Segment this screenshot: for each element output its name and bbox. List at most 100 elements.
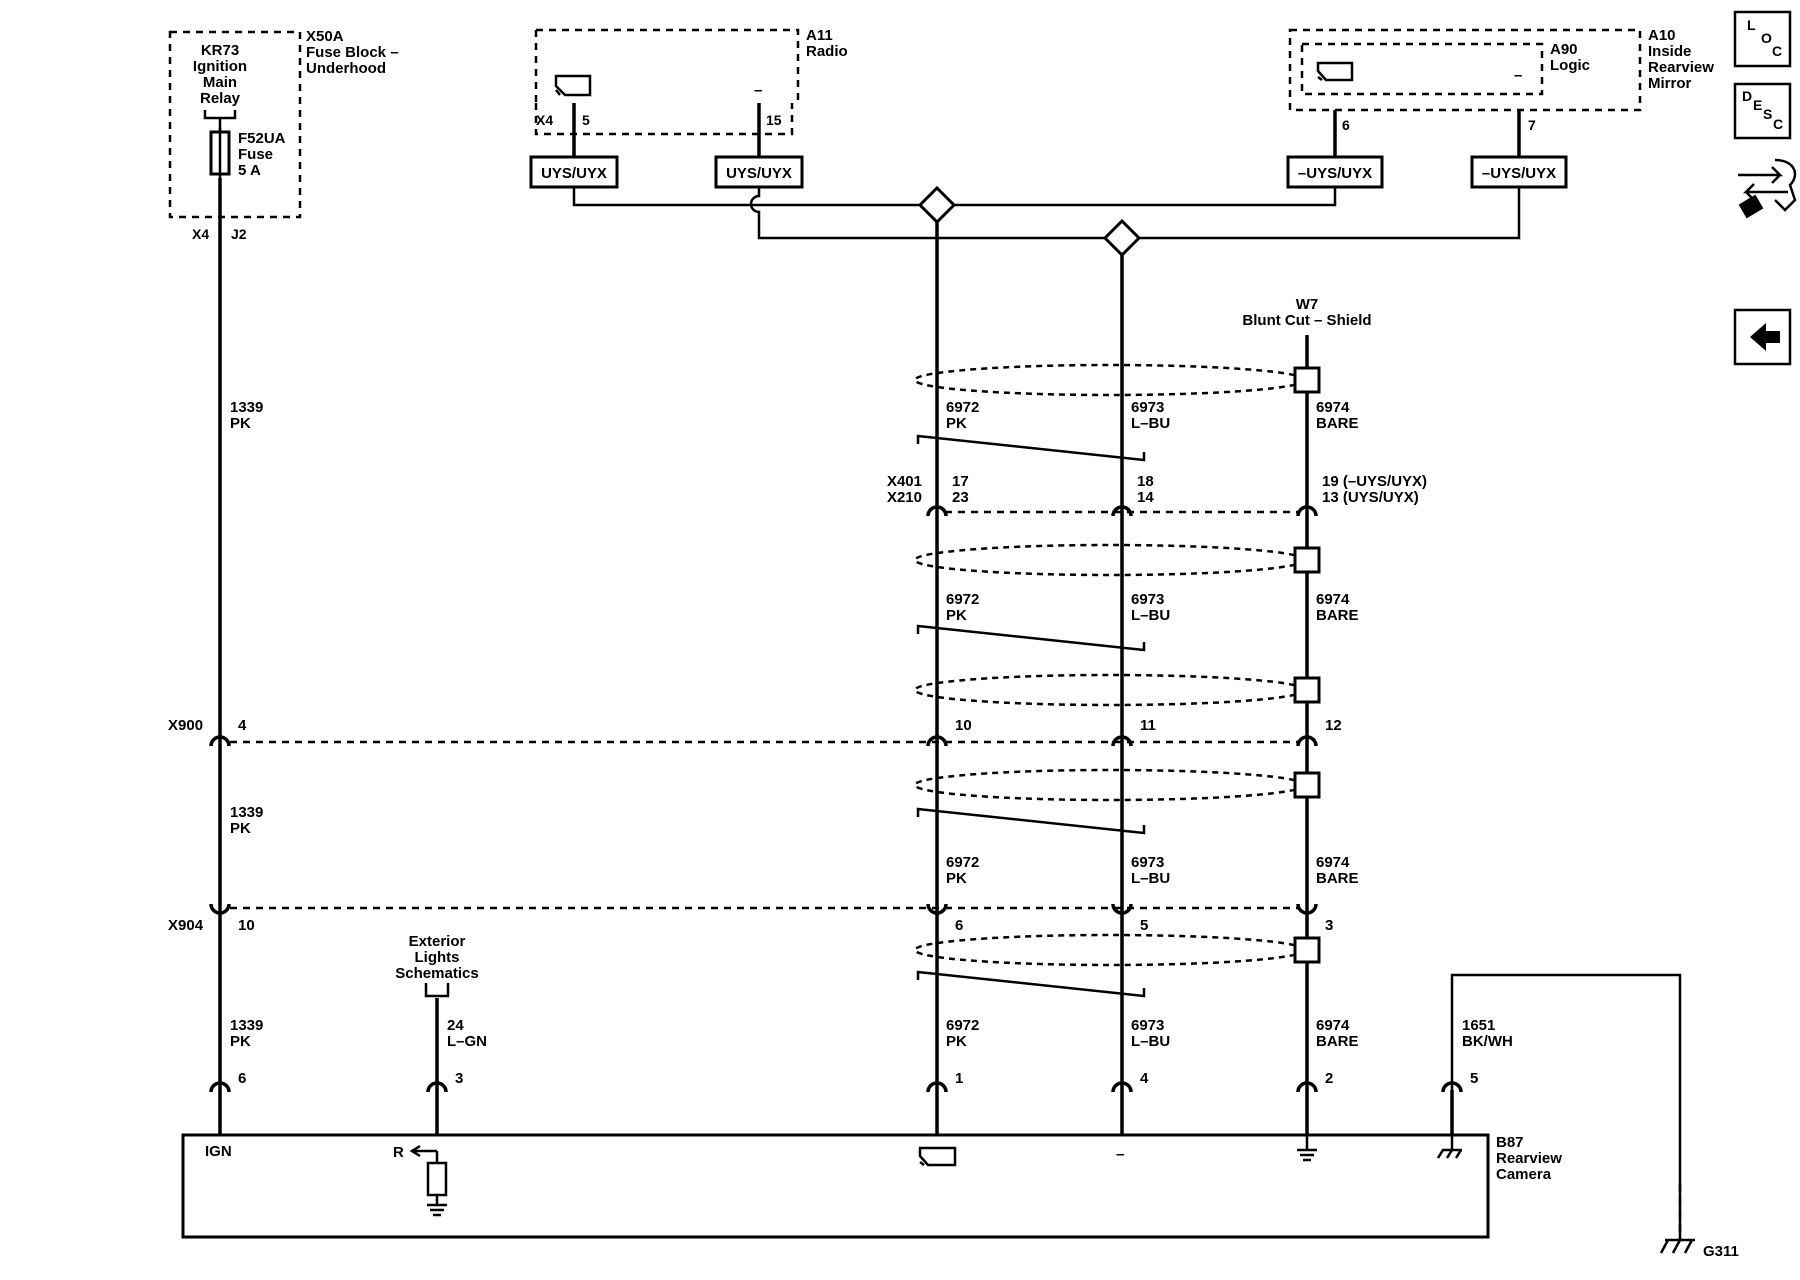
- svg-text:Relay: Relay: [200, 90, 241, 107]
- svg-text:L–BU: L–BU: [1131, 870, 1170, 887]
- mirror-module: A10 Inside Rearview Mirror A90 Logic – 6…: [1288, 27, 1714, 133]
- svg-text:L–BU: L–BU: [1131, 415, 1170, 432]
- svg-text:1339: 1339: [230, 804, 263, 821]
- svg-text:L–BU: L–BU: [1131, 1033, 1170, 1050]
- logic-name: Logic: [1550, 57, 1590, 74]
- radio-module: A11 Radio – X4 5 15: [534, 27, 848, 136]
- svg-text:1: 1: [955, 1070, 963, 1087]
- ground-id: G311: [1703, 1243, 1739, 1260]
- fuse-connector-pin: J2: [231, 226, 247, 242]
- svg-text:6974: 6974: [1316, 854, 1350, 871]
- svg-text:5 A: 5 A: [238, 162, 261, 179]
- svg-text:14: 14: [1137, 489, 1154, 506]
- connector-x401-x210: X401 X210 17 23 18 14 19 (–UYS/UYX) 13 (…: [887, 473, 1427, 517]
- loc-icon[interactable]: L O C: [1733, 10, 1792, 68]
- mirror-name-2: Rearview: [1648, 59, 1714, 76]
- svg-text:6973: 6973: [1131, 591, 1164, 608]
- svg-text:6972: 6972: [946, 591, 979, 608]
- vertical-wires: [218, 178, 1682, 1240]
- shield-groups: [913, 363, 1321, 998]
- svg-text:Exterior: Exterior: [409, 933, 466, 950]
- svg-text:10: 10: [955, 717, 972, 734]
- radio-signal-label-b: UYS/UYX: [726, 165, 792, 182]
- svg-text:6973: 6973: [1131, 1017, 1164, 1034]
- exterior-lights-reference: Exterior Lights Schematics: [395, 933, 479, 998]
- fuse-block-name-2: Underhood: [306, 60, 386, 77]
- camera-chassis-ground-icon: [1436, 1135, 1463, 1159]
- svg-text:Lights: Lights: [415, 949, 460, 966]
- svg-text:PK: PK: [946, 415, 967, 432]
- svg-text:1339: 1339: [230, 1017, 263, 1034]
- connector-x904: X904 10 6 5 3: [168, 903, 1333, 934]
- svg-text:BARE: BARE: [1316, 415, 1359, 432]
- svg-text:PK: PK: [230, 415, 251, 432]
- logic-id: A90: [1550, 41, 1578, 58]
- svg-text:BARE: BARE: [1316, 607, 1359, 624]
- radio-pin-a: 5: [582, 112, 590, 128]
- svg-text:6972: 6972: [946, 854, 979, 871]
- svg-text:1339: 1339: [230, 399, 263, 416]
- mirror-signal-label-b: –UYS/UYX: [1482, 165, 1556, 182]
- rearview-camera-module: B87 Rearview Camera IGN R –: [181, 1133, 1562, 1239]
- svg-text:5: 5: [1140, 917, 1148, 934]
- svg-text:6972: 6972: [946, 399, 979, 416]
- svg-text:PK: PK: [946, 1033, 967, 1050]
- svg-text:O: O: [1761, 30, 1772, 46]
- svg-text:X210: X210: [887, 489, 922, 506]
- svg-text:KR73: KR73: [201, 42, 239, 59]
- back-arrow-icon[interactable]: [1733, 308, 1792, 366]
- svg-text:19 (–UYS/UYX): 19 (–UYS/UYX): [1322, 473, 1427, 490]
- shield-reference: W7 Blunt Cut – Shield: [1242, 296, 1371, 329]
- svg-text:BARE: BARE: [1316, 1033, 1359, 1050]
- svg-text:C: C: [1773, 116, 1783, 132]
- svg-text:4: 4: [1140, 1070, 1149, 1087]
- svg-text:6973: 6973: [1131, 854, 1164, 871]
- radio-signal-label-a: UYS/UYX: [541, 165, 607, 182]
- svg-text:PK: PK: [946, 870, 967, 887]
- mirror-signal-label-a: –UYS/UYX: [1298, 165, 1372, 182]
- camera-input-arrow-icon: [409, 1144, 437, 1158]
- mirror-signal-icon: [1316, 61, 1354, 82]
- fuse-connector-id: X4: [192, 226, 209, 242]
- reference-bracket-icon: [424, 983, 450, 998]
- svg-text:6974: 6974: [1316, 1017, 1350, 1034]
- desc-icon[interactable]: D E S C: [1733, 82, 1792, 140]
- fuse-block-name-1: Fuse Block –: [306, 44, 399, 61]
- svg-text:24: 24: [447, 1017, 464, 1034]
- mirror-minus-symbol: –: [1514, 67, 1522, 84]
- svg-text:Schematics: Schematics: [395, 965, 478, 982]
- svg-text:4: 4: [238, 717, 247, 734]
- svg-text:BK/WH: BK/WH: [1462, 1033, 1513, 1050]
- mirror-pin-a: 6: [1342, 117, 1350, 133]
- connector-x900: X900 4 10 11 12: [168, 717, 1342, 747]
- svg-text:L–BU: L–BU: [1131, 607, 1170, 624]
- splice-icon-a: [917, 185, 957, 225]
- radio-connector-id: X4: [536, 112, 553, 128]
- svg-text:18: 18: [1137, 473, 1154, 490]
- signal-labels: UYS/UYX UYS/UYX –UYS/UYX –UYS/UYX: [529, 155, 1568, 189]
- radio-signal-icon: [554, 74, 592, 97]
- chassis-ground-icon: [1659, 1238, 1695, 1254]
- camera-r-label: R: [393, 1144, 404, 1161]
- splice-icon-b: [1102, 218, 1142, 258]
- svg-text:S: S: [1763, 106, 1772, 122]
- svg-text:E: E: [1753, 97, 1762, 113]
- svg-text:X904: X904: [168, 917, 204, 934]
- svg-text:6973: 6973: [1131, 399, 1164, 416]
- camera-connector-pins: 6 3 1 4 2 5: [209, 1070, 1478, 1135]
- svg-text:23: 23: [952, 489, 969, 506]
- connector-tool-icon[interactable]: [1738, 158, 1797, 219]
- camera-signal-ground-icon: [1297, 1135, 1317, 1162]
- mirror-pin-b: 7: [1528, 117, 1536, 133]
- svg-text:17: 17: [952, 473, 969, 490]
- svg-text:Ignition: Ignition: [193, 58, 247, 75]
- svg-text:3: 3: [1325, 917, 1333, 934]
- radio-pin-b: 15: [766, 112, 782, 128]
- svg-text:12: 12: [1325, 717, 1342, 734]
- shield-name: Blunt Cut – Shield: [1242, 312, 1371, 329]
- svg-text:13 (UYS/UYX): 13 (UYS/UYX): [1322, 489, 1419, 506]
